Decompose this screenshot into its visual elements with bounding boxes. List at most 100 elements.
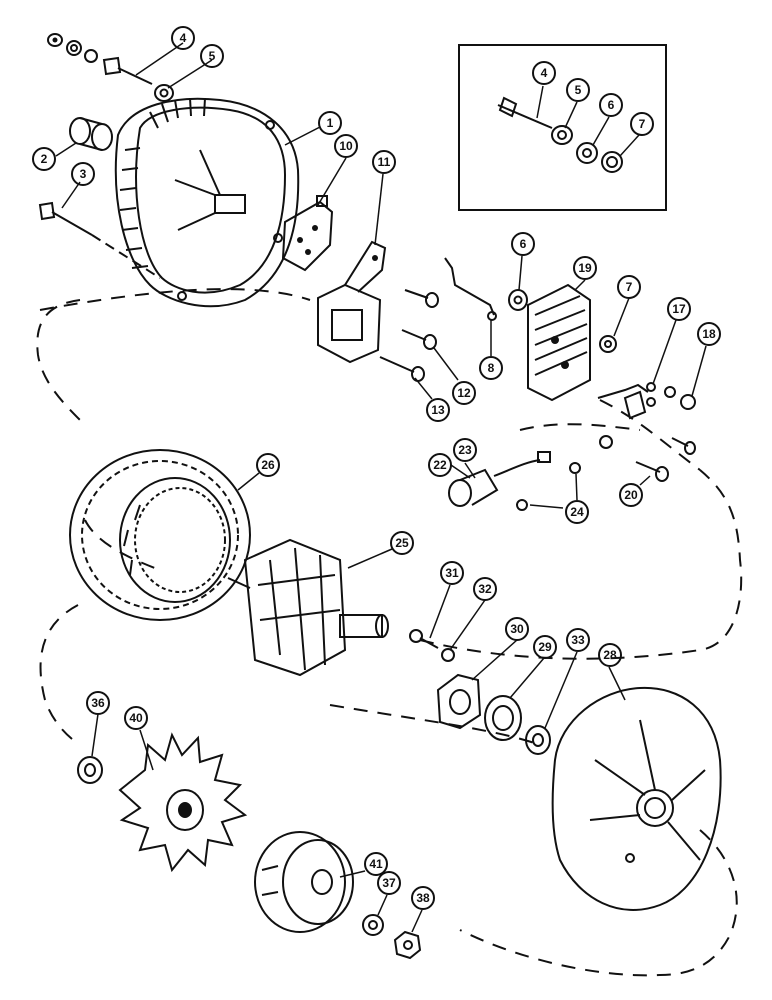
slip-ring-end-frame: [551, 686, 722, 911]
callout-24: 24: [565, 500, 589, 524]
callout-2: 2: [32, 147, 56, 171]
inset-bolt: [497, 96, 553, 129]
callout-33: 33: [566, 628, 590, 652]
regulator-screws: [379, 289, 439, 382]
rectifier-bridge: [527, 283, 591, 402]
callout-18: 18: [697, 322, 721, 346]
svg-text:6: 6: [608, 98, 615, 112]
svg-text:10: 10: [339, 139, 353, 153]
washer-32: [441, 648, 455, 662]
rotor: [227, 538, 389, 677]
svg-text:30: 30: [510, 622, 524, 636]
callout-8: 8: [479, 356, 503, 380]
callout-11: 11: [372, 150, 396, 174]
callout-25: 25: [390, 531, 414, 555]
nut-18: [664, 386, 696, 410]
svg-text:19: 19: [578, 261, 592, 275]
nut-top: [154, 84, 174, 102]
inset-cap-nut: [601, 151, 623, 173]
callout-7-inset: 7: [630, 112, 654, 136]
callout-41: 41: [364, 852, 388, 876]
screw-20: [635, 437, 696, 482]
retainer-plate: [436, 673, 482, 730]
svg-text:33: 33: [571, 633, 585, 647]
drive-end-frame: [114, 97, 300, 308]
washer-small: [66, 40, 82, 56]
nut-7: [599, 335, 617, 353]
voltage-regulator: [317, 240, 387, 364]
callout-13: 13: [426, 398, 450, 422]
callout-17: 17: [667, 297, 691, 321]
callout-29: 29: [533, 635, 557, 659]
svg-text:32: 32: [478, 582, 492, 596]
inset-washer: [576, 142, 598, 164]
capacitor-terminal: [597, 382, 656, 420]
svg-text:41: 41: [369, 857, 383, 871]
callout-23: 23: [453, 438, 477, 462]
svg-text:3: 3: [80, 167, 87, 181]
callout-22: 22: [428, 453, 452, 477]
svg-text:12: 12: [457, 386, 471, 400]
inset-nut: [551, 125, 573, 145]
callout-3: 3: [71, 162, 95, 186]
screw-31: [409, 629, 439, 649]
svg-text:1: 1: [327, 116, 334, 130]
washer-37: [362, 914, 384, 936]
callout-12: 12: [452, 381, 476, 405]
callout-6-inset: 6: [599, 93, 623, 117]
svg-text:4: 4: [180, 31, 187, 45]
washer-6: [508, 289, 528, 311]
inset-frame: [458, 44, 667, 211]
svg-text:26: 26: [261, 458, 275, 472]
callout-4-inset: 4: [532, 61, 556, 85]
svg-text:7: 7: [639, 117, 646, 131]
washer-extra: [599, 435, 613, 449]
callout-37: 37: [377, 871, 401, 895]
svg-text:31: 31: [445, 566, 459, 580]
callout-30: 30: [505, 617, 529, 641]
screws-24: [516, 462, 581, 511]
leader-lines: [55, 42, 707, 933]
callout-7: 7: [617, 275, 641, 299]
callout-1: 1: [318, 111, 342, 135]
assembly-outline-lower: [39, 604, 738, 977]
callout-31: 31: [440, 561, 464, 585]
svg-text:22: 22: [433, 458, 447, 472]
callout-38: 38: [411, 886, 435, 910]
callout-20: 20: [619, 483, 643, 507]
svg-text:13: 13: [431, 403, 445, 417]
callout-6: 6: [511, 232, 535, 256]
svg-text:20: 20: [624, 488, 638, 502]
callout-32: 32: [473, 577, 497, 601]
callout-40: 40: [124, 706, 148, 730]
nut-small: [47, 33, 63, 47]
svg-text:36: 36: [91, 696, 105, 710]
callout-28: 28: [598, 643, 622, 667]
needle-bearing: [69, 117, 113, 151]
washer-33: [525, 725, 551, 755]
svg-text:8: 8: [488, 361, 495, 375]
svg-text:37: 37: [382, 876, 396, 890]
callout-10: 10: [334, 134, 358, 158]
svg-text:5: 5: [575, 83, 582, 97]
spacer-36: [77, 756, 103, 784]
svg-text:2: 2: [41, 152, 48, 166]
callout-4: 4: [171, 26, 195, 50]
svg-text:4: 4: [541, 66, 548, 80]
brush-holder: [281, 195, 334, 272]
svg-text:23: 23: [458, 443, 472, 457]
svg-text:24: 24: [570, 505, 584, 519]
callout-26: 26: [256, 453, 280, 477]
bearing-29: [484, 695, 522, 741]
lock-washer-small: [84, 49, 98, 63]
callout-19: 19: [573, 256, 597, 280]
callout-36: 36: [86, 691, 110, 715]
svg-text:11: 11: [378, 155, 391, 169]
stator: [69, 449, 251, 621]
svg-text:18: 18: [702, 327, 716, 341]
callout-5: 5: [200, 44, 224, 68]
svg-text:38: 38: [416, 891, 430, 905]
fan: [118, 732, 248, 873]
